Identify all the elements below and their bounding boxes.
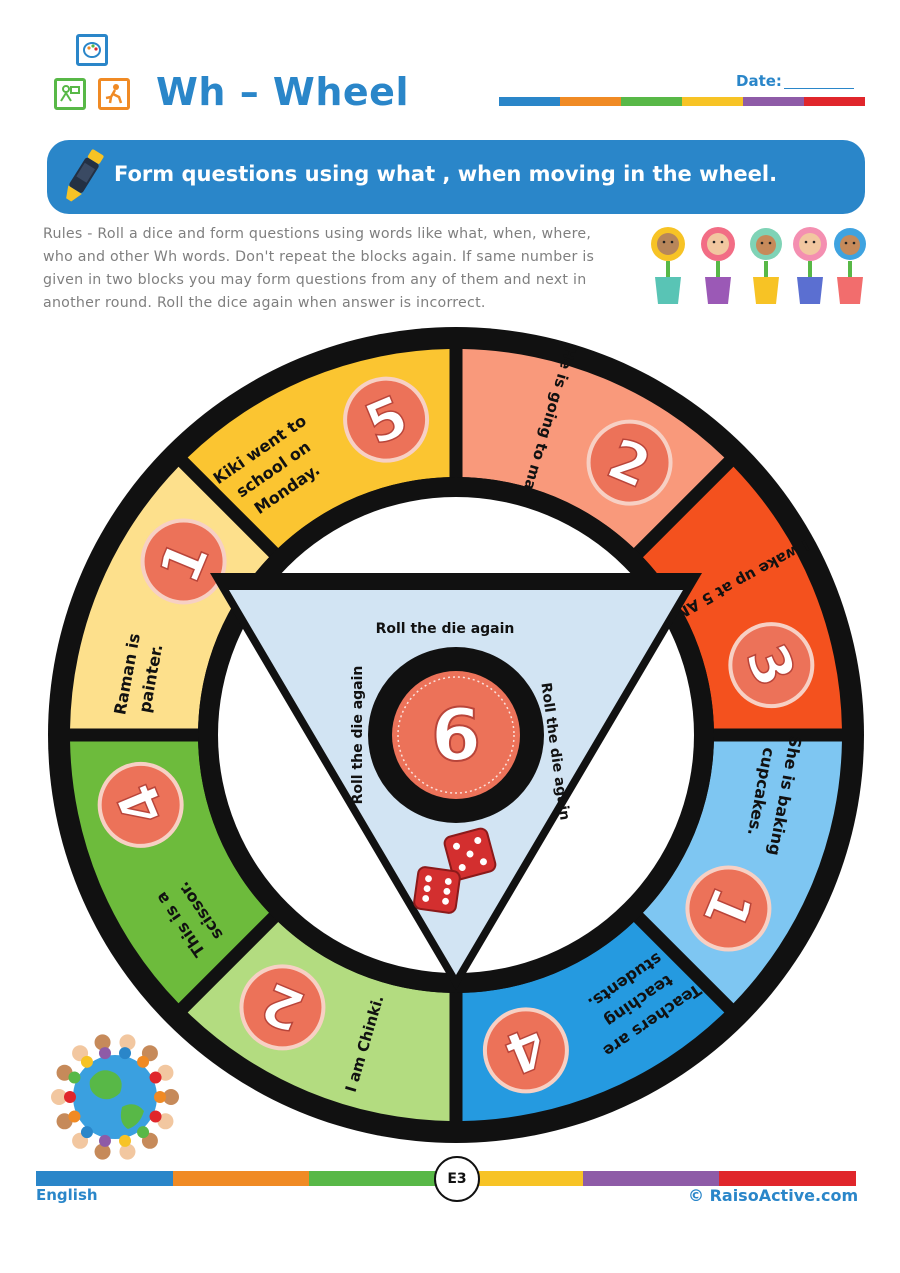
kid-figure xyxy=(163,1089,179,1105)
kid-body xyxy=(80,1126,93,1139)
instruction-banner xyxy=(47,140,865,214)
kid-body xyxy=(64,1091,76,1103)
kid-figure xyxy=(94,1034,111,1051)
kid-body xyxy=(154,1091,166,1103)
kid-body xyxy=(137,1055,150,1068)
kid-body xyxy=(98,1047,111,1060)
roll-again-top: Roll the die again xyxy=(376,621,515,637)
roll-again-left: Roll the die again xyxy=(350,666,366,805)
banner-text: Form questions using what , when moving … xyxy=(114,162,778,186)
flower-kids-illustration xyxy=(651,227,866,304)
kid-body xyxy=(149,1071,162,1084)
earth-kids-illustration xyxy=(51,1034,179,1160)
page-number-badge: E3 xyxy=(434,1156,480,1202)
segment-number-badge-3: 2 xyxy=(586,419,673,506)
segment-number-badge-7: 2 xyxy=(239,964,326,1051)
segment-number-badge-2: 5 xyxy=(343,376,430,463)
kid-figure xyxy=(119,1143,136,1160)
footer-subject: English xyxy=(36,1186,98,1204)
segment-number-badge-8: 4 xyxy=(97,761,184,848)
footer-site-link[interactable]: © RaisoActive.com xyxy=(688,1186,859,1205)
segment-number-badge-5: 1 xyxy=(685,865,772,952)
kid-body xyxy=(149,1110,162,1123)
kid-body xyxy=(80,1055,93,1068)
marker-pen-icon xyxy=(66,149,104,202)
footer-color-stripe xyxy=(36,1171,857,1186)
kid-body xyxy=(137,1126,150,1139)
kid-body xyxy=(98,1134,111,1147)
logo xyxy=(0,0,150,115)
kid-body xyxy=(119,1047,132,1060)
dice-icon xyxy=(413,827,497,914)
kid-figure xyxy=(51,1089,67,1105)
kid-body xyxy=(119,1134,132,1147)
logo-runner-icon xyxy=(98,78,130,110)
kid-body xyxy=(68,1110,81,1123)
date-field[interactable] xyxy=(784,88,854,89)
segment-number-badge-4: 3 xyxy=(728,622,815,709)
page-title: Wh – Wheel xyxy=(156,70,409,114)
logo-teacher-icon xyxy=(54,78,86,110)
kid-figure xyxy=(119,1034,136,1051)
center-number-badge xyxy=(392,671,520,799)
segment-number-badge-6: 4 xyxy=(482,1007,569,1094)
segment-number-badge-1: 1 xyxy=(140,518,227,605)
rules-text: Rules - Roll a dice and form questions u… xyxy=(43,226,595,311)
logo-palette-icon xyxy=(76,34,108,66)
center-number: 6 xyxy=(431,693,481,777)
kid-figure xyxy=(94,1143,111,1160)
date-label: Date: xyxy=(736,72,782,90)
header-color-stripe xyxy=(499,97,865,106)
kid-body xyxy=(68,1071,81,1084)
